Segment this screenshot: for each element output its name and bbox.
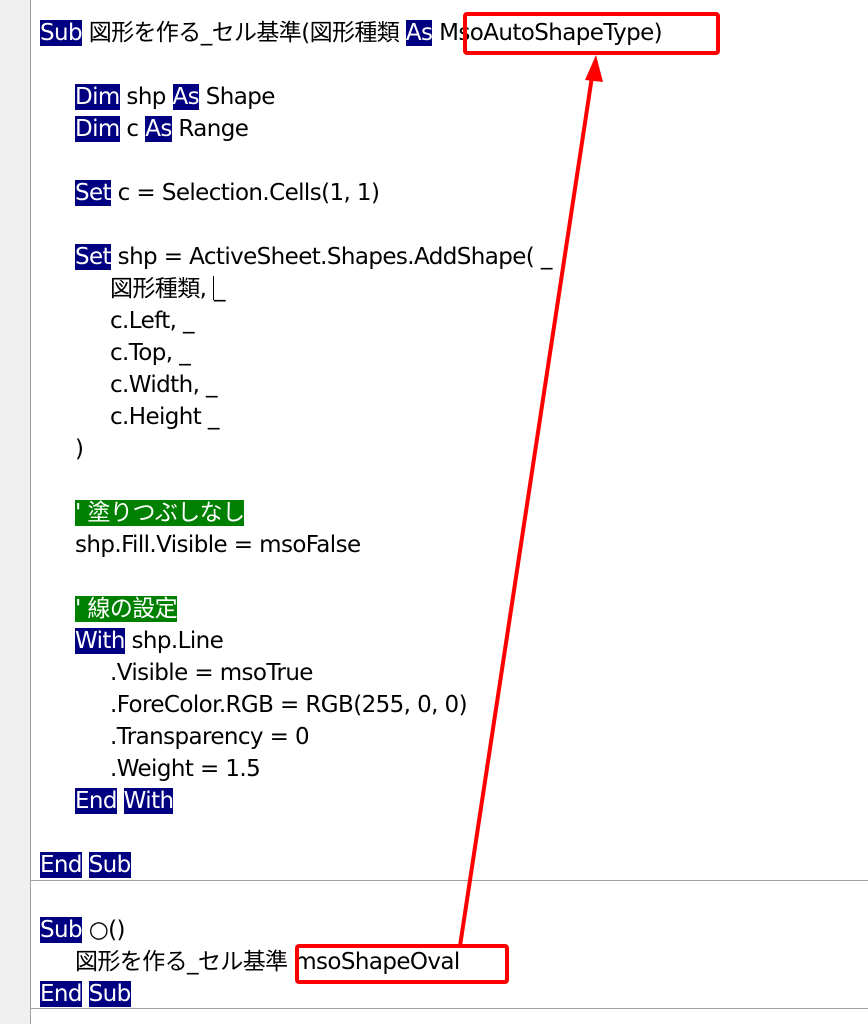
code-line[interactable]: Dim c As Range [75, 113, 249, 145]
code-line[interactable]: 図形を作る_セル基準 msoShapeOval [75, 946, 460, 978]
code-line[interactable]: .ForeColor.RGB = RGB(255, 0, 0) [110, 689, 468, 721]
keyword-token: Dim [75, 116, 120, 142]
keyword-token: With [123, 788, 174, 814]
keyword-token: Sub [88, 852, 131, 878]
keyword-token: Set [75, 244, 112, 270]
code-line[interactable]: ) [75, 433, 84, 465]
code-line[interactable]: c.Width, _ [110, 369, 218, 401]
code-line[interactable]: Set shp = ActiveSheet.Shapes.AddShape( _ [75, 241, 552, 273]
code-line[interactable]: Sub ○() [40, 914, 126, 946]
keyword-token: With [75, 628, 125, 654]
code-token: 図形種類, [110, 276, 214, 302]
code-token: c = Selection.Cells(1, 1) [110, 180, 380, 206]
code-token: .ForeColor.RGB = RGB(255, 0, 0) [110, 692, 468, 718]
code-token: .Transparency = 0 [110, 724, 310, 750]
code-editor[interactable]: Sub 図形を作る_セル基準(図形種類 As MsoAutoShapeType)… [31, 0, 868, 1024]
code-token: Shape [199, 84, 276, 110]
keyword-token: Sub [40, 917, 83, 943]
code-line[interactable]: 図形種類, _ [110, 273, 226, 305]
procedure-separator [31, 1008, 868, 1009]
code-token: c.Height _ [110, 404, 219, 430]
code-token: ○() [81, 917, 126, 943]
code-line[interactable]: .Weight = 1.5 [110, 753, 261, 785]
code-token: c.Top, _ [110, 340, 191, 366]
code-token [82, 981, 89, 1007]
code-line[interactable]: ' 塗りつぶしなし [75, 497, 245, 529]
keyword-token: Sub [40, 20, 83, 46]
code-token: c.Width, _ [110, 372, 218, 398]
procedure-separator [31, 880, 868, 881]
keyword-token: Sub [88, 981, 131, 1007]
code-token: .Visible = msoTrue [110, 660, 313, 686]
code-line[interactable]: Sub 図形を作る_セル基準(図形種類 As MsoAutoShapeType) [40, 17, 663, 49]
code-line[interactable]: ' 線の設定 [75, 593, 178, 625]
code-token: 図形を作る_セル基準(図形種類 [81, 20, 406, 46]
keyword-token: Set [75, 180, 112, 206]
text-cursor [213, 276, 215, 300]
code-token: c [119, 116, 146, 142]
code-line[interactable]: .Transparency = 0 [110, 721, 310, 753]
keyword-token: As [145, 116, 172, 142]
comment-token: ' 塗りつぶしなし [75, 500, 245, 526]
code-token: 図形を作る_セル基準 msoShapeOval [75, 949, 460, 975]
code-token: shp [119, 84, 173, 110]
keyword-token: As [405, 20, 433, 46]
code-line[interactable]: Dim shp As Shape [75, 81, 275, 113]
keyword-token: End [75, 788, 118, 814]
code-line[interactable]: shp.Fill.Visible = msoFalse [75, 529, 361, 561]
code-line[interactable]: End Sub [40, 978, 131, 1010]
comment-token: ' 線の設定 [75, 596, 178, 622]
code-token: c.Left, _ [110, 308, 195, 334]
code-line[interactable]: c.Left, _ [110, 305, 195, 337]
code-token [117, 788, 124, 814]
code-line[interactable]: .Visible = msoTrue [110, 657, 313, 689]
code-token: shp = ActiveSheet.Shapes.AddShape( _ [110, 244, 553, 270]
code-line[interactable]: Set c = Selection.Cells(1, 1) [75, 177, 380, 209]
code-token: shp.Line [124, 628, 224, 654]
code-line[interactable]: c.Height _ [110, 401, 219, 433]
code-token: Range [171, 116, 249, 142]
margin-indicator-bar [0, 0, 31, 1024]
code-line[interactable]: End With [75, 785, 174, 817]
code-line[interactable]: c.Top, _ [110, 337, 191, 369]
code-line[interactable]: With shp.Line [75, 625, 224, 657]
code-token: shp.Fill.Visible = msoFalse [75, 532, 361, 558]
code-token: .Weight = 1.5 [110, 756, 261, 782]
code-token [82, 852, 89, 878]
keyword-token: As [172, 84, 200, 110]
keyword-token: End [40, 981, 83, 1007]
keyword-token: Dim [75, 84, 120, 110]
code-token: _ [214, 276, 226, 302]
code-line[interactable]: End Sub [40, 849, 131, 881]
keyword-token: End [40, 852, 83, 878]
code-token: MsoAutoShapeType) [432, 20, 663, 46]
code-token: ) [75, 436, 84, 462]
